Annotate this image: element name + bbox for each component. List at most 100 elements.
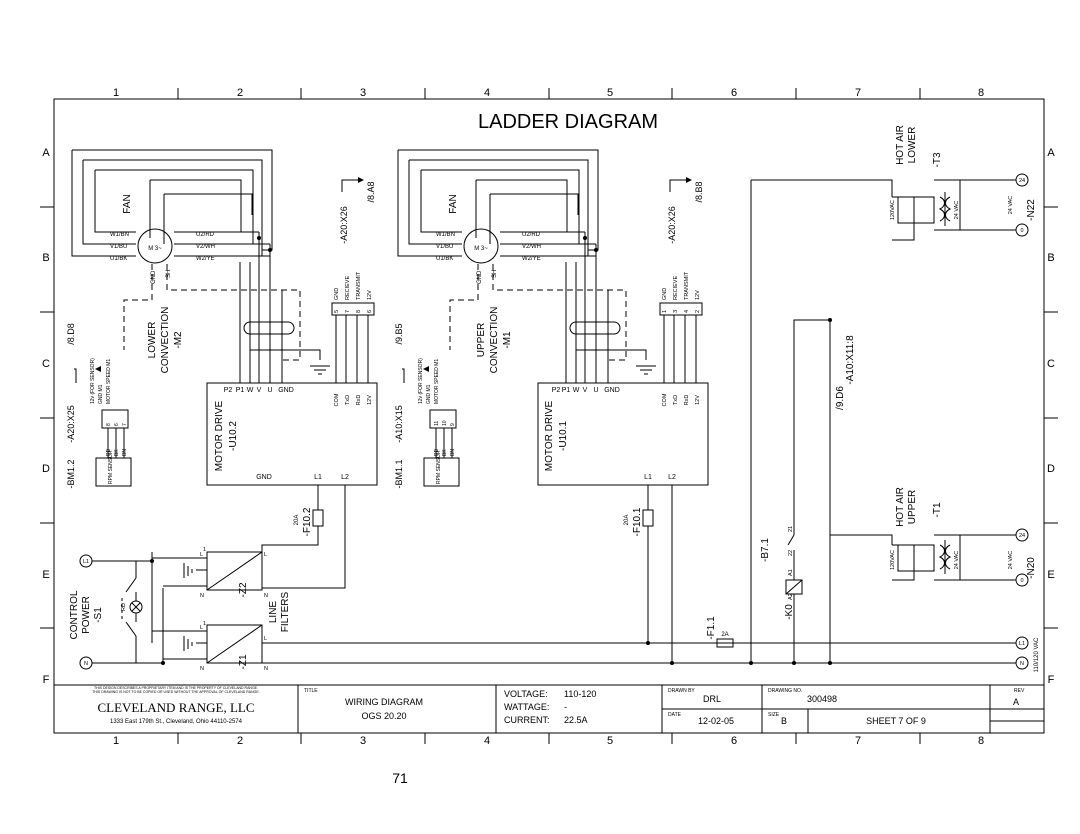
motor-label: -M2 [173, 331, 184, 349]
filter-id: -Z1 [238, 654, 249, 669]
filter-terminal: L [264, 552, 267, 558]
sh-label: SH [166, 270, 172, 278]
signal-label: RECIEVE [673, 276, 679, 300]
terminal-label: L1 [314, 474, 322, 481]
wire-label: W1/BN [436, 232, 455, 238]
sensor-id: -BM1.2 [66, 459, 76, 488]
size-value: B [781, 716, 787, 726]
supply-n: N [1020, 661, 1024, 667]
output-voltage: 24 VAC [1008, 551, 1014, 570]
wire-color: BK [114, 449, 120, 456]
motor-label: CONVECTION [489, 307, 500, 374]
signal-label: GND [662, 288, 668, 300]
terminal-label: P2 [552, 387, 561, 394]
pin-number: 7 [345, 310, 351, 313]
cross-reference: /8.A8 [366, 181, 376, 202]
title-caption: TITLE [304, 688, 318, 694]
relay-connector: -A10:X11:8 [845, 335, 856, 385]
terminal-0: 0 [1020, 228, 1023, 234]
wire-color: RD [106, 448, 112, 456]
wattage-label: WATTAGE: [504, 702, 549, 712]
gnd-label: GND [477, 270, 483, 284]
revision: A [1013, 697, 1019, 707]
signal-label: 12V [367, 290, 373, 300]
lower-fan-wiring [71, 149, 330, 383]
relay-b7: -B7.1 [760, 538, 771, 562]
comm-terminal: COM [334, 393, 340, 406]
comm-terminal: RxD [356, 395, 362, 406]
filter-terminal: N [264, 593, 268, 599]
company-address: 1333 East 179th St., Cleveland, Ohio 441… [110, 719, 243, 725]
comm-terminal: TxD [673, 395, 679, 405]
relay-pin: 21 [788, 526, 794, 532]
pin-number: 6 [367, 310, 373, 313]
sensor-signal: 12v (FOR SENSOR) [90, 358, 96, 404]
row-label: C [42, 358, 50, 370]
control-power-label: POWER [81, 596, 92, 634]
wire-label: W2/YE [196, 256, 215, 262]
pin-number: 8 [106, 423, 112, 426]
terminal-label: P2 [224, 387, 233, 394]
pin-number: 7 [122, 423, 128, 426]
col-label: 3 [360, 735, 366, 747]
upper-connector-x26 [659, 179, 703, 383]
power-rails [262, 636, 1029, 670]
secondary-voltage: 24 VAC [954, 551, 960, 570]
diagram-title: LADDER DIAGRAM [478, 111, 658, 133]
page-number: 71 [392, 770, 408, 786]
filter-terminal: 1 [203, 547, 206, 553]
date-caption: DATE [668, 712, 682, 718]
secondary-voltage: 24 VAC [954, 201, 960, 220]
terminal-n: N [84, 661, 88, 667]
relay-pin: 22 [788, 550, 794, 556]
wire-label: U2/RD [196, 232, 215, 238]
sensor-signal: GND M1 [98, 384, 104, 404]
control-power-label: CONTROL [69, 590, 80, 639]
terminal-label: GND [256, 474, 272, 481]
junction-dots [150, 236, 832, 665]
row-label: B [1047, 252, 1054, 264]
gnd-label: GND [151, 270, 157, 284]
col-label: 7 [855, 735, 861, 747]
signal-label: 12V [695, 290, 701, 300]
company-name: CLEVELAND RANGE, LLC [97, 700, 254, 715]
wire-label: W1/BN [110, 232, 129, 238]
hot-air-lower-transformer [751, 173, 1029, 241]
notice-line: THIS DRAWING IS NOT TO BE COPIED OR USED… [92, 690, 259, 694]
supply-voltage: 110/120 VAC [1034, 637, 1040, 672]
drawing-frame [40, 88, 1058, 744]
terminal-0: 0 [1020, 578, 1023, 584]
col-label: 2 [237, 735, 243, 747]
terminal-24: 24 [1019, 533, 1025, 539]
hot-air-label: LOWER [907, 127, 918, 164]
terminal-label: L2 [341, 474, 349, 481]
date-value: 12-02-05 [698, 716, 734, 726]
drawn-by-caption: DRAWN BY [668, 688, 695, 694]
voltage-value: 110-120 [564, 689, 596, 699]
terminal-label: GND [604, 387, 620, 394]
wire-color: BK [442, 449, 448, 456]
transformer-id: -T1 [932, 502, 943, 517]
terminal-label: U [267, 387, 272, 394]
output-voltage: 24 VAC [1008, 196, 1014, 215]
fuse-rating: 20A [624, 515, 630, 526]
current-value: 22.5A [564, 715, 588, 725]
connector-id: -A20:X26 [667, 206, 677, 244]
sensor-signal: GND M1 [426, 384, 432, 404]
drawing-no-caption: DRAWING NO. [768, 688, 802, 694]
filter-terminal: 1 [203, 621, 206, 627]
terminal-label: P1 [562, 387, 571, 394]
sensor-connector: -A10:X15 [394, 405, 404, 443]
comm-terminal: 12V [367, 395, 373, 405]
cross-reference: /8.B8 [694, 181, 704, 202]
fan-label: FAN [122, 194, 133, 213]
motor-label: CONVECTION [160, 307, 171, 374]
fuse-id: -F10.1 [632, 507, 643, 536]
col-label: 6 [731, 735, 737, 747]
fuse-rating: 2A [721, 632, 728, 638]
row-label: D [42, 463, 50, 475]
hot-air-label: HOT AIR [895, 487, 906, 527]
sensor-id: -BM1.1 [394, 459, 404, 488]
transformer-id: -T3 [932, 152, 943, 167]
terminal-id: -N22 [1026, 199, 1037, 221]
